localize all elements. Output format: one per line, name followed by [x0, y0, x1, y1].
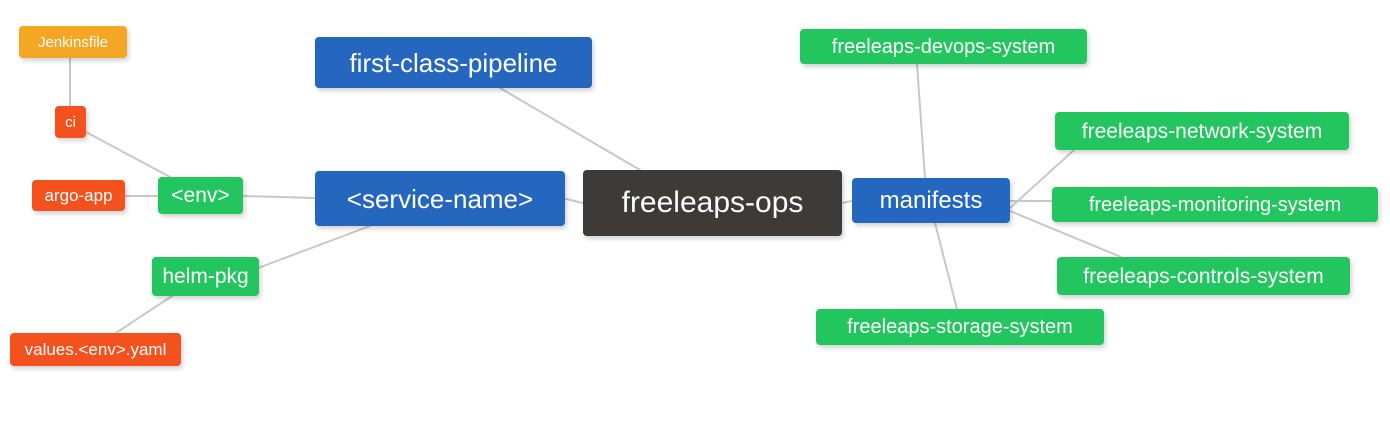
mindmap-node-label: ci — [65, 113, 76, 131]
edge-env-to-ci — [85, 131, 171, 178]
mindmap-node-ci[interactable]: ci — [55, 106, 86, 138]
mindmap-node-jenkinsfile[interactable]: Jenkinsfile — [19, 26, 127, 58]
edge-service-name-to-helm-pkg — [257, 225, 371, 269]
edge-manifests-to-freeleaps-devops-system — [916, 63, 926, 179]
mindmap-node-service-name[interactable]: <service-name> — [315, 171, 565, 226]
mindmap-node-label: values.<env>.yaml — [24, 340, 167, 359]
mindmap-node-freeleaps-network-system[interactable]: freeleaps-network-system — [1055, 112, 1349, 150]
mindmap-node-freeleaps-ops[interactable]: freeleaps-ops — [583, 170, 842, 236]
edge-helm-pkg-to-values-env-yaml — [115, 295, 173, 334]
edge-service-name-to-env — [242, 195, 316, 199]
mindmap-node-label: argo-app — [44, 186, 113, 205]
mindmap-node-freeleaps-devops-system[interactable]: freeleaps-devops-system — [800, 29, 1087, 64]
mindmap-node-label: helm-pkg — [162, 265, 249, 288]
mindmap-node-freeleaps-storage-system[interactable]: freeleaps-storage-system — [816, 309, 1104, 345]
mindmap-node-freeleaps-monitoring-system[interactable]: freeleaps-monitoring-system — [1052, 187, 1378, 222]
mindmap-node-first-class-pipeline[interactable]: first-class-pipeline — [315, 37, 592, 88]
edge-freeleaps-ops-to-service-name — [565, 198, 584, 204]
edge-freeleaps-ops-to-manifests — [841, 200, 853, 204]
mindmap-node-values-env-yaml[interactable]: values.<env>.yaml — [10, 333, 181, 366]
mindmap-node-label: first-class-pipeline — [349, 47, 558, 78]
mindmap-node-label: freeleaps-devops-system — [831, 35, 1056, 58]
mindmap-node-argo-app[interactable]: argo-app — [32, 180, 125, 211]
mindmap-node-label: freeleaps-ops — [621, 186, 804, 219]
mindmap-node-label: <env> — [171, 184, 230, 207]
mindmap-node-helm-pkg[interactable]: helm-pkg — [152, 257, 259, 296]
mindmap-node-label: freeleaps-monitoring-system — [1088, 193, 1342, 216]
mindmap-node-freeleaps-controls-system[interactable]: freeleaps-controls-system — [1057, 257, 1350, 295]
mindmap-node-label: <service-name> — [346, 183, 534, 214]
mindmap-node-env[interactable]: <env> — [158, 177, 243, 214]
mindmap-node-manifests[interactable]: manifests — [852, 178, 1010, 223]
mindmap-node-label: manifests — [879, 186, 983, 214]
edge-manifests-to-freeleaps-storage-system — [934, 222, 958, 310]
edge-freeleaps-ops-to-first-class-pipeline — [499, 87, 641, 171]
mindmap-node-label: freeleaps-controls-system — [1083, 264, 1324, 288]
mindmap-node-label: freeleaps-network-system — [1081, 119, 1323, 143]
mindmap-node-label: Jenkinsfile — [37, 33, 109, 51]
mindmap-node-label: freeleaps-storage-system — [847, 316, 1073, 338]
